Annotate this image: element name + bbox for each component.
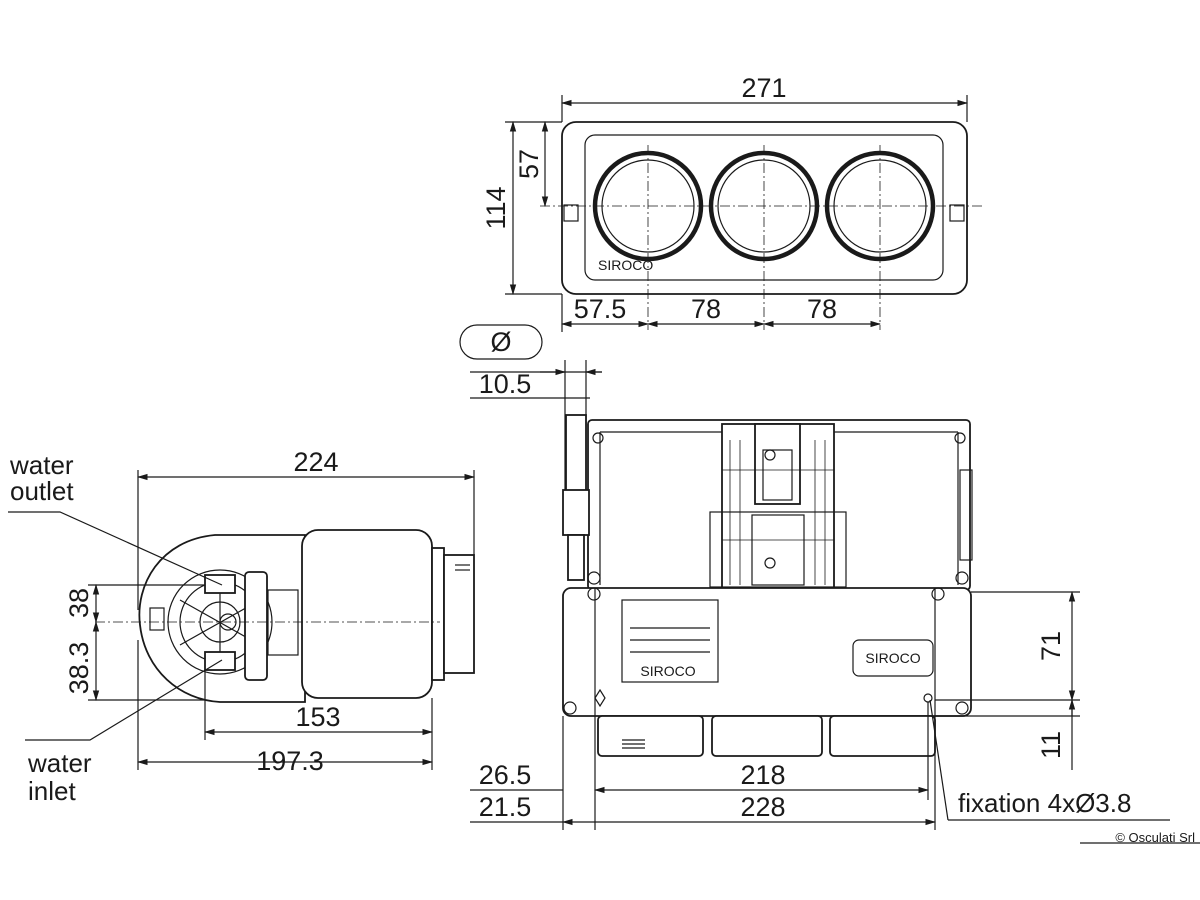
mounting-bracket bbox=[244, 571, 268, 681]
motor-end-cap bbox=[443, 554, 475, 674]
dim-half-height: 57 bbox=[514, 149, 544, 179]
rating-plate bbox=[621, 599, 719, 683]
water-inlet-leader bbox=[25, 659, 223, 741]
dim-upper-offset: 38 bbox=[64, 588, 94, 618]
dim-spacing-1: 78 bbox=[691, 294, 721, 324]
dim-side-length: 224 bbox=[293, 447, 338, 477]
logo-badge bbox=[852, 639, 934, 677]
dim-height: 114 bbox=[481, 186, 511, 229]
motor-body bbox=[301, 529, 433, 699]
water-outlet-leader bbox=[8, 511, 223, 586]
motor-flange bbox=[431, 547, 445, 681]
top-view-housing bbox=[561, 121, 968, 295]
diameter-tag: Ø bbox=[459, 324, 543, 360]
dim-body-length: 153 bbox=[295, 702, 340, 732]
top-view-right-clip bbox=[949, 204, 965, 222]
dim-width: 271 bbox=[741, 73, 786, 103]
water-outlet-label-line2: outlet bbox=[10, 476, 74, 506]
bottom-vent-1 bbox=[597, 715, 704, 757]
dim-offset-first: 57.5 bbox=[574, 294, 627, 324]
fixation-label: fixation 4xØ3.8 bbox=[958, 788, 1131, 818]
dim-base-length: 197.3 bbox=[256, 746, 324, 776]
copyright: © Osculati Srl bbox=[1115, 830, 1195, 845]
top-view-logo: SIROCO bbox=[598, 257, 653, 273]
dim-front-height: 71 bbox=[1036, 631, 1066, 661]
dim-fixing-span-1: 218 bbox=[740, 760, 785, 790]
water-inlet-label-line1: water bbox=[27, 748, 92, 778]
dim-foot-height: 11 bbox=[1036, 731, 1066, 759]
dim-lower-offset: 38.3 bbox=[64, 642, 94, 695]
dim-left-offset-2: 21.5 bbox=[479, 792, 532, 822]
bottom-vent-2 bbox=[711, 715, 823, 757]
water-inlet-label-line2: inlet bbox=[28, 776, 76, 806]
dim-left-offset-1: 26.5 bbox=[479, 760, 532, 790]
diameter-symbol: Ø bbox=[490, 327, 511, 357]
dim-spacing-2: 78 bbox=[807, 294, 837, 324]
motor-mount-top bbox=[754, 423, 801, 505]
water-outlet-label-line1: water bbox=[9, 450, 74, 480]
logo-badge-text: SIROCO bbox=[865, 650, 920, 666]
housing-side-rail bbox=[959, 469, 973, 561]
front-view: SIROCO SIROCO 71 11 26.5 21.5 218 228 bbox=[470, 414, 1170, 830]
bottom-vent-3 bbox=[829, 715, 936, 757]
side-view: 224 153 197.3 38 38.3 water outlet water… bbox=[8, 447, 476, 806]
top-view-left-clip bbox=[563, 204, 579, 222]
top-view: SIROCO 271 114 57 57.5 78 78 bbox=[481, 73, 985, 332]
dim-pipe-diameter: 10.5 bbox=[479, 369, 532, 399]
dim-fixing-span-2: 228 bbox=[740, 792, 785, 822]
rating-plate-brand: SIROCO bbox=[640, 663, 695, 679]
